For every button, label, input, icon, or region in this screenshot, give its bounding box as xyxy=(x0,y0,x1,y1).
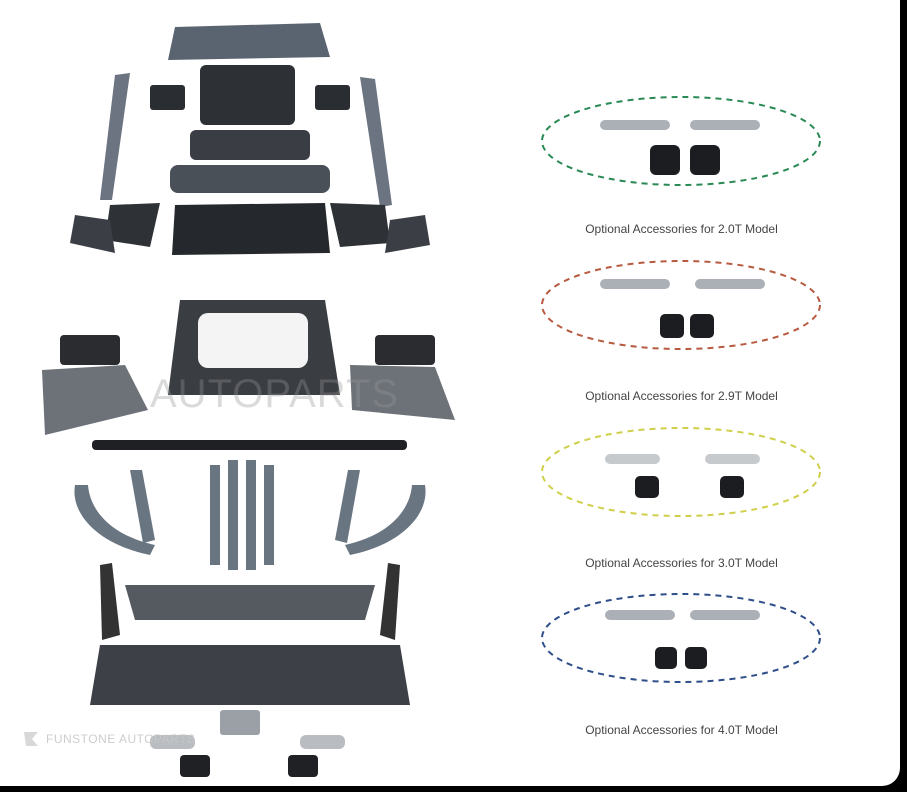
accessory-ring-3-0t xyxy=(541,427,821,517)
caption-4-0t: Optional Accessories for 4.0T Model xyxy=(585,723,778,737)
body-kit-parts-illustration xyxy=(42,23,455,777)
brand-logo-text: FUNSTONE AUTOPARTS xyxy=(46,732,196,746)
brand-mark-icon xyxy=(24,732,38,746)
accessory-ring-2-9t xyxy=(541,260,821,350)
brand-logo: FUNSTONE AUTOPARTS xyxy=(22,730,195,748)
accessory-ring-4-0t xyxy=(541,593,821,683)
caption-2-0t: Optional Accessories for 2.0T Model xyxy=(585,222,778,236)
accessory-ring-2-0t xyxy=(541,96,821,186)
watermark-text: AUTOPARTS xyxy=(150,372,400,416)
caption-3-0t: Optional Accessories for 3.0T Model xyxy=(585,556,778,570)
caption-2-9t: Optional Accessories for 2.9T Model xyxy=(585,389,778,403)
